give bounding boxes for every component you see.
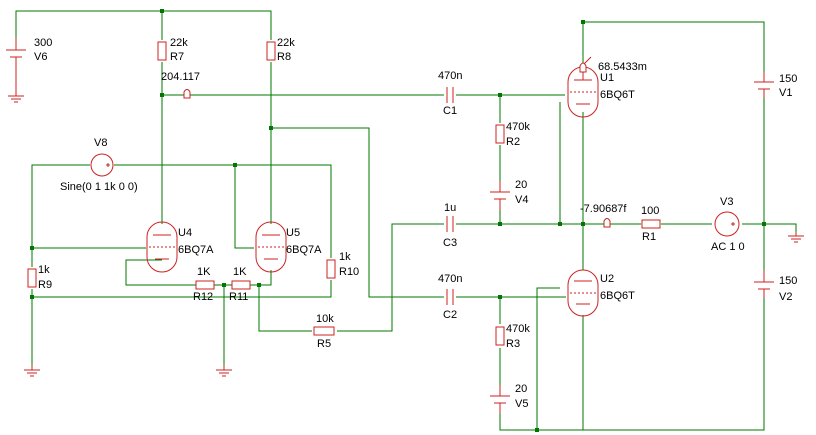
resistor-r12-name: R12 <box>193 291 213 303</box>
voltage-probe-1-value: 204.117 <box>161 71 200 83</box>
resistor-r5-name: R5 <box>317 338 331 350</box>
sine-source-v8-spec: Sine(0 1 1k 0 0) <box>60 181 138 193</box>
battery-v1[interactable]: 150 V1 <box>754 72 797 99</box>
ground-icon <box>216 365 232 377</box>
resistor-r5-value: 10k <box>316 313 334 325</box>
voltage-probe-3-value: -7.90687f <box>580 203 627 215</box>
resistor-r8-name: R8 <box>277 51 291 63</box>
battery-v2[interactable]: 150 V2 <box>754 270 797 303</box>
capacitor-c3-name: C3 <box>443 237 457 249</box>
tube-u5-model: 6BQ7A <box>286 244 322 256</box>
resistor-r3-name: R3 <box>506 338 520 350</box>
battery-v1-value: 150 <box>779 73 797 85</box>
capacitor-c1-name: C1 <box>443 105 457 117</box>
battery-v1-name: V1 <box>779 87 792 99</box>
sine-source-v8-name: V8 <box>94 137 107 149</box>
ground-icon <box>8 88 24 103</box>
resistor-r7-name: R7 <box>170 51 184 63</box>
resistor-r11[interactable]: 1K R11 <box>229 266 251 303</box>
resistor-r5[interactable]: 10k R5 <box>313 313 335 350</box>
battery-v6[interactable]: 300 V6 <box>6 37 52 88</box>
resistor-r11-value: 1K <box>233 266 247 278</box>
resistor-r2-name: R2 <box>506 136 520 148</box>
tube-u1-name: U1 <box>600 72 614 84</box>
battery-v5[interactable]: 20 V5 <box>490 383 528 413</box>
capacitor-c1[interactable]: 470n C1 <box>438 70 462 117</box>
current-probe-2-value: 68.5433m <box>598 61 647 73</box>
battery-v6-name: V6 <box>34 51 47 63</box>
capacitor-c2-name: C2 <box>443 309 457 321</box>
resistor-r1-name: R1 <box>642 231 656 243</box>
battery-v4-value: 20 <box>515 179 527 191</box>
capacitor-c1-value: 470n <box>438 70 462 82</box>
resistor-r9-name: R9 <box>38 279 52 291</box>
battery-v4-name: V4 <box>515 194 528 206</box>
resistor-r11-name: R11 <box>229 291 248 303</box>
tube-u1[interactable]: U1 6BQ6T <box>567 66 635 118</box>
battery-v5-name: V5 <box>515 398 528 410</box>
tube-u4[interactable]: U4 6BQ7A <box>146 221 214 273</box>
battery-v5-value: 20 <box>515 383 527 395</box>
resistor-r10-name: R10 <box>339 266 359 278</box>
battery-v2-value: 150 <box>779 275 797 287</box>
tube-u5[interactable]: U5 6BQ7A <box>255 221 322 273</box>
ac-source-v3-spec: AC 1 0 <box>711 241 745 253</box>
battery-v4[interactable]: 20 V4 <box>490 179 528 210</box>
resistor-r8[interactable]: 22k R8 <box>266 37 295 63</box>
capacitor-c2[interactable]: 470n C2 <box>438 273 462 321</box>
current-probe-2[interactable]: 68.5433m <box>579 56 647 73</box>
resistor-r10-value: 1k <box>339 251 351 263</box>
battery-v6-value: 300 <box>34 37 52 49</box>
voltage-probe-3[interactable]: -7.90687f <box>580 203 627 228</box>
tube-u2[interactable]: U2 6BQ6T <box>567 269 635 317</box>
tube-u4-model: 6BQ7A <box>178 244 214 256</box>
battery-v2-name: V2 <box>779 291 792 303</box>
tube-u4-name: U4 <box>178 227 192 239</box>
resistor-r9-value: 1k <box>38 264 50 276</box>
ground-icon <box>788 232 804 243</box>
resistor-r3[interactable]: 470k R3 <box>495 323 530 350</box>
resistor-r3-value: 470k <box>506 323 530 335</box>
tube-u1-model: 6BQ6T <box>600 89 635 101</box>
voltage-probe-1[interactable]: 204.117 <box>161 71 200 99</box>
capacitor-c2-value: 470n <box>438 273 462 285</box>
tube-u2-model: 6BQ6T <box>600 290 635 302</box>
resistor-r1[interactable]: 100 R1 <box>641 205 661 243</box>
tube-u5-name: U5 <box>286 227 300 239</box>
capacitor-c3[interactable]: 1u C3 <box>443 202 457 249</box>
ground-icon <box>24 365 40 377</box>
resistor-r12[interactable]: 1K R12 <box>193 266 215 303</box>
sine-source-v8[interactable]: V8 Sine(0 1 1k 0 0) <box>60 137 138 193</box>
resistor-r2[interactable]: 470k R2 <box>495 121 530 148</box>
resistor-r9[interactable]: 1k R9 <box>27 264 52 291</box>
capacitor-c3-value: 1u <box>444 202 456 214</box>
ac-source-v3[interactable]: V3 AC 1 0 <box>711 196 745 253</box>
tube-u2-name: U2 <box>600 273 614 285</box>
resistor-r10[interactable]: 1k R10 <box>326 251 359 279</box>
junctions <box>30 9 766 432</box>
resistor-r8-value: 22k <box>277 37 295 49</box>
wires <box>15 10 797 431</box>
resistor-r2-value: 470k <box>506 121 530 133</box>
ground-symbols <box>8 88 804 377</box>
resistor-r7-value: 22k <box>170 37 188 49</box>
resistor-r12-value: 1K <box>197 266 211 278</box>
resistor-r7[interactable]: 22k R7 <box>157 37 188 63</box>
resistor-r1-value: 100 <box>641 205 659 217</box>
ac-source-v3-name: V3 <box>720 196 733 208</box>
